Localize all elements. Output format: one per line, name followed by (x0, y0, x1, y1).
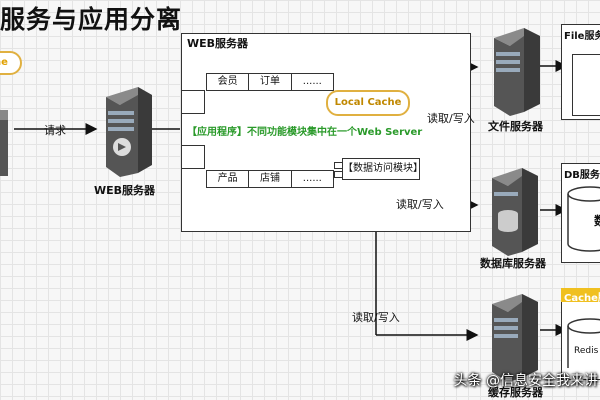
web-server-box (181, 33, 471, 232)
file-server-label: 文件服务器 (488, 120, 543, 133)
file-icon (572, 54, 600, 116)
module-more-top: ...... (302, 76, 322, 87)
database-icon (567, 186, 600, 252)
file-server-icon (494, 28, 540, 116)
module-row-bottom: 产品 店铺 ...... (206, 170, 334, 188)
cache-server-icon (492, 294, 538, 382)
db-server-label: 数据库服务器 (480, 257, 546, 270)
local-cache-badge: Local Cache (326, 90, 410, 116)
bracket-bottom (181, 145, 205, 169)
web-server-icon (106, 87, 152, 177)
redis-label: Redis (574, 346, 599, 356)
module-product: 产品 (207, 171, 250, 187)
db-server-icon (492, 168, 538, 256)
db-service-title: DB服务 (564, 170, 600, 181)
cache-badge-left: che (0, 51, 22, 75)
data-access-module: 【数据访问模块】 (342, 158, 423, 180)
diagram-title: 服务与应用分离 (0, 5, 183, 34)
web-server-label: WEB服务器 (94, 184, 156, 197)
cache-title-bar (561, 288, 600, 302)
bracket-top (181, 90, 205, 114)
module-order: 订单 (249, 74, 292, 90)
module-shop: 店铺 (249, 171, 292, 187)
app-description: 【应用程序】不同功能模块集中在一个Web Server (187, 127, 423, 138)
cache-service-title: Cache服 (564, 293, 600, 304)
module-row-top: 会员 订单 ...... (206, 73, 334, 91)
client-server-icon (0, 110, 8, 176)
read-write-label-bottom: 读取/写入 (352, 311, 400, 324)
read-write-label-mid: 读取/写入 (396, 198, 444, 211)
cache-server-label: 缓存服务器 (488, 386, 543, 399)
read-write-label-top: 读取/写入 (427, 112, 475, 125)
redis-db-icon (567, 318, 600, 368)
module-more-bottom: ...... (302, 173, 322, 184)
db-text: 数 (594, 212, 600, 229)
module-member: 会员 (207, 74, 250, 90)
web-box-title: WEB服务器 (187, 37, 249, 50)
watermark: 头条 @信息安全我来讲 (453, 373, 598, 389)
request-label: 请求 (44, 124, 66, 137)
file-service-title: File服务 (564, 31, 600, 42)
